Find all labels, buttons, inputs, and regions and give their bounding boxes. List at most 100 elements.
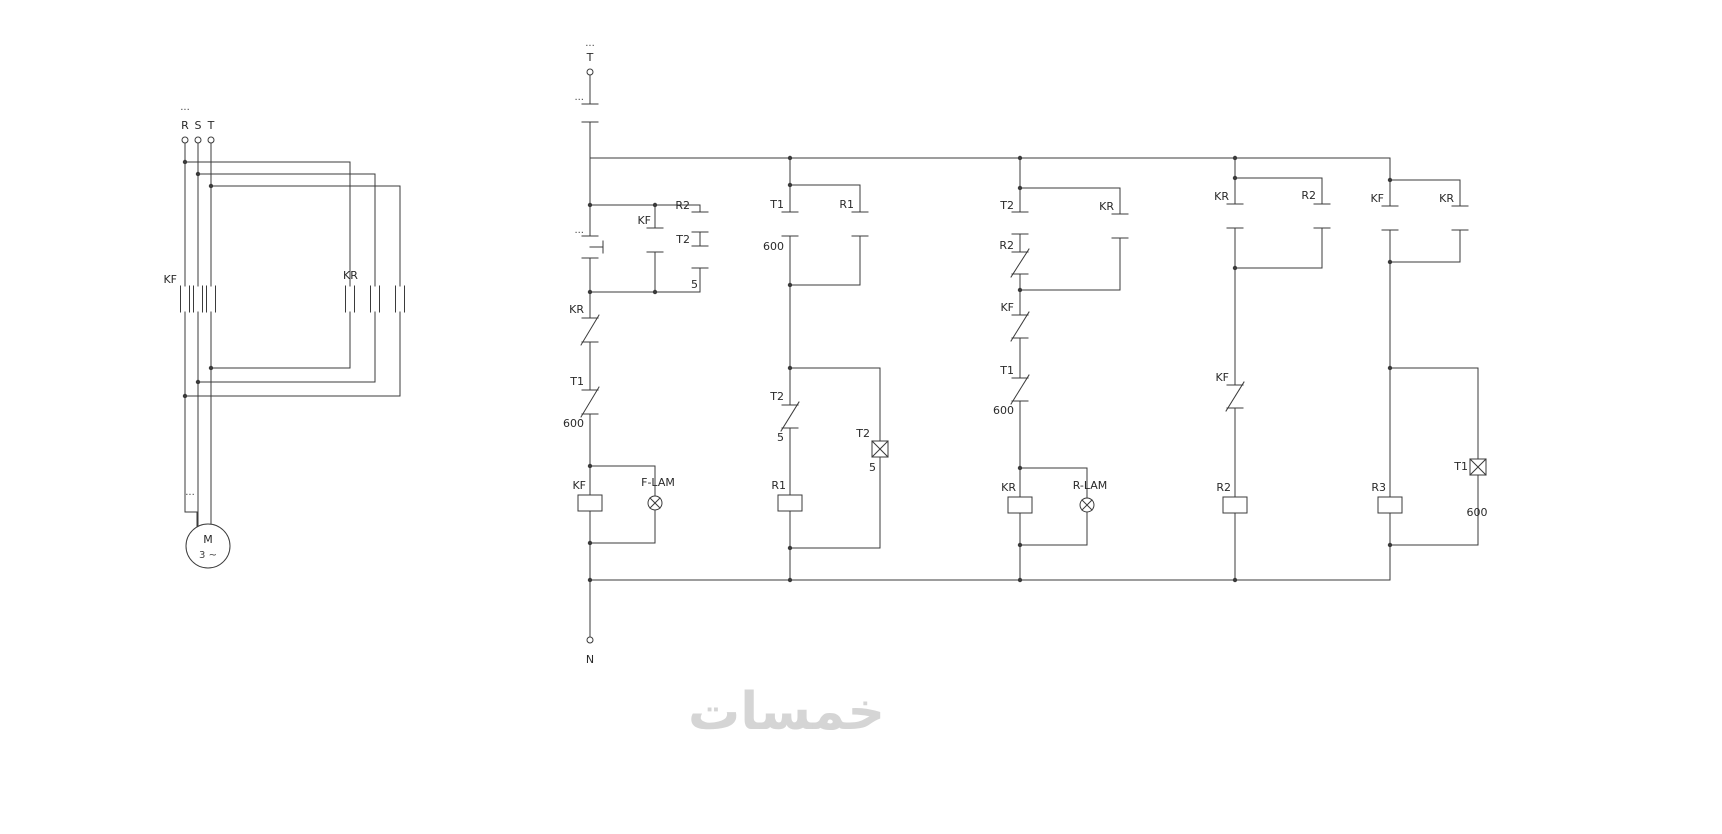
f-lam-label: F-LAM bbox=[641, 476, 675, 489]
rung2-wires bbox=[789, 157, 881, 581]
junction-dot bbox=[587, 202, 593, 208]
junction-dot bbox=[587, 540, 593, 546]
kf-nc-contact bbox=[1010, 311, 1030, 342]
junction-dot bbox=[787, 182, 793, 188]
junction-dot bbox=[1387, 259, 1393, 265]
r-lam-lamp-symbol bbox=[1079, 497, 1095, 513]
power-junction-dots bbox=[182, 159, 214, 399]
nc-slash bbox=[580, 386, 600, 418]
kf-contact bbox=[1381, 205, 1399, 231]
junction-dot bbox=[1387, 365, 1393, 371]
junction-dot bbox=[1017, 185, 1023, 191]
junction-dot bbox=[1017, 287, 1023, 293]
r1-aux-contact bbox=[851, 211, 869, 237]
kf-nc-label: KF bbox=[1215, 371, 1229, 384]
r2-aux-label: R2 bbox=[1301, 189, 1316, 202]
r2-nc-label: R2 bbox=[999, 239, 1014, 252]
kr-coil-symbol bbox=[1007, 496, 1033, 514]
rung2-junction-dots bbox=[787, 182, 793, 551]
junction-dot bbox=[1232, 265, 1238, 271]
rung3-junction-dots bbox=[1017, 185, 1023, 548]
kr-contact bbox=[1226, 203, 1244, 229]
kf-nc-label: KF bbox=[1000, 301, 1014, 314]
t1-nc-label: T1 bbox=[999, 364, 1014, 377]
kr-coil-label: KR bbox=[1001, 481, 1016, 494]
junction-dot bbox=[208, 365, 214, 371]
t2-nc-contact bbox=[780, 401, 800, 432]
kr-contact-label: KR bbox=[1214, 190, 1229, 203]
t1-coil-time-label: 600 bbox=[1467, 506, 1488, 519]
lamp-x bbox=[649, 497, 661, 509]
nc-slash bbox=[1010, 248, 1030, 278]
junction-dot bbox=[652, 202, 658, 208]
rung3-wires bbox=[1019, 157, 1121, 581]
r2-coil-label: R2 bbox=[1216, 481, 1231, 494]
kr-power-contact bbox=[345, 285, 405, 313]
nc-slash bbox=[1225, 381, 1245, 412]
t2-contact bbox=[1011, 211, 1029, 235]
kf-coil-label: KF bbox=[572, 479, 586, 492]
terminal-line-n bbox=[586, 636, 594, 644]
motor-phase: 3 ~ bbox=[199, 550, 217, 561]
junction-dot bbox=[1232, 175, 1238, 181]
watermark-khamsat: خمسات bbox=[688, 682, 886, 742]
t2-contact-label: T2 bbox=[675, 233, 690, 246]
power-circuit: ... R S T KF KR ... M 3 ~ bbox=[163, 102, 405, 569]
junction-dot bbox=[787, 545, 793, 551]
terminal-t bbox=[207, 136, 215, 144]
rung-3: T2 R2 KR KF T1 600 KR R-LAM bbox=[993, 157, 1129, 581]
rung4-wires bbox=[1234, 157, 1323, 581]
nc-slash bbox=[780, 401, 800, 432]
kr-nc-contact bbox=[580, 314, 600, 346]
t1-timer-coil-symbol bbox=[1469, 458, 1487, 476]
r2-nc-contact bbox=[1010, 248, 1030, 278]
t1-timer-contact bbox=[781, 211, 799, 237]
junction-dot bbox=[208, 183, 214, 189]
r1-coil-label: R1 bbox=[771, 479, 786, 492]
t1-coil-label: T1 bbox=[1453, 460, 1468, 473]
nc-slash bbox=[1010, 374, 1030, 405]
rung4-junction-dots bbox=[1232, 175, 1238, 271]
terminal-line-t bbox=[586, 68, 594, 76]
r3-coil-symbol bbox=[1377, 496, 1403, 514]
t1-time-label: 600 bbox=[993, 404, 1014, 417]
r3-coil-label: R3 bbox=[1371, 481, 1386, 494]
control-dots-top: ... bbox=[585, 38, 595, 49]
kr-aux-contact bbox=[1451, 205, 1469, 231]
kf-aux-contact bbox=[646, 227, 664, 253]
kf-power-contact bbox=[180, 285, 216, 313]
r2-contact-label: R2 bbox=[675, 199, 690, 212]
power-dots-bottom: ... bbox=[185, 487, 195, 498]
phase-label-r: R bbox=[181, 119, 189, 132]
t2-coil-label: T2 bbox=[855, 427, 870, 440]
kr-contactor-label: KR bbox=[343, 269, 358, 282]
terminal-r bbox=[181, 136, 189, 144]
t2-nc-time-label: 5 bbox=[777, 431, 784, 444]
junction-dot bbox=[787, 365, 793, 371]
junction-dot bbox=[787, 282, 793, 288]
junction-dot bbox=[652, 289, 658, 295]
timer-x bbox=[871, 440, 889, 458]
r1-coil-symbol bbox=[777, 494, 803, 512]
control-circuit: ... T ... N bbox=[563, 38, 1488, 666]
fuse-dots: ... bbox=[574, 92, 584, 103]
lamp-x bbox=[1081, 499, 1093, 511]
start-button-contact bbox=[581, 235, 604, 259]
kf-aux-label: KF bbox=[637, 214, 651, 227]
line-t-label: T bbox=[586, 51, 594, 64]
rung5-junction-dots bbox=[1387, 177, 1393, 548]
t2-contact-label: T2 bbox=[999, 199, 1014, 212]
button-dots: ... bbox=[574, 225, 584, 236]
motor-symbol bbox=[185, 523, 231, 569]
bus-junction-dots bbox=[587, 155, 1238, 583]
kf-contactor-label: KF bbox=[163, 273, 177, 286]
rung-5: KF KR R3 T1 600 bbox=[1370, 157, 1488, 581]
rung-1: ... KF R2 T2 5 KR T1 600 KF F-LAM bbox=[563, 157, 709, 581]
terminal-s bbox=[194, 136, 202, 144]
kf-coil-symbol bbox=[577, 494, 603, 512]
phase-label-s: S bbox=[195, 119, 202, 132]
junction-dot bbox=[1017, 465, 1023, 471]
t2-timer-coil-symbol bbox=[871, 440, 889, 458]
r2-contact bbox=[691, 211, 709, 233]
f-lam-lamp-symbol bbox=[647, 495, 663, 511]
